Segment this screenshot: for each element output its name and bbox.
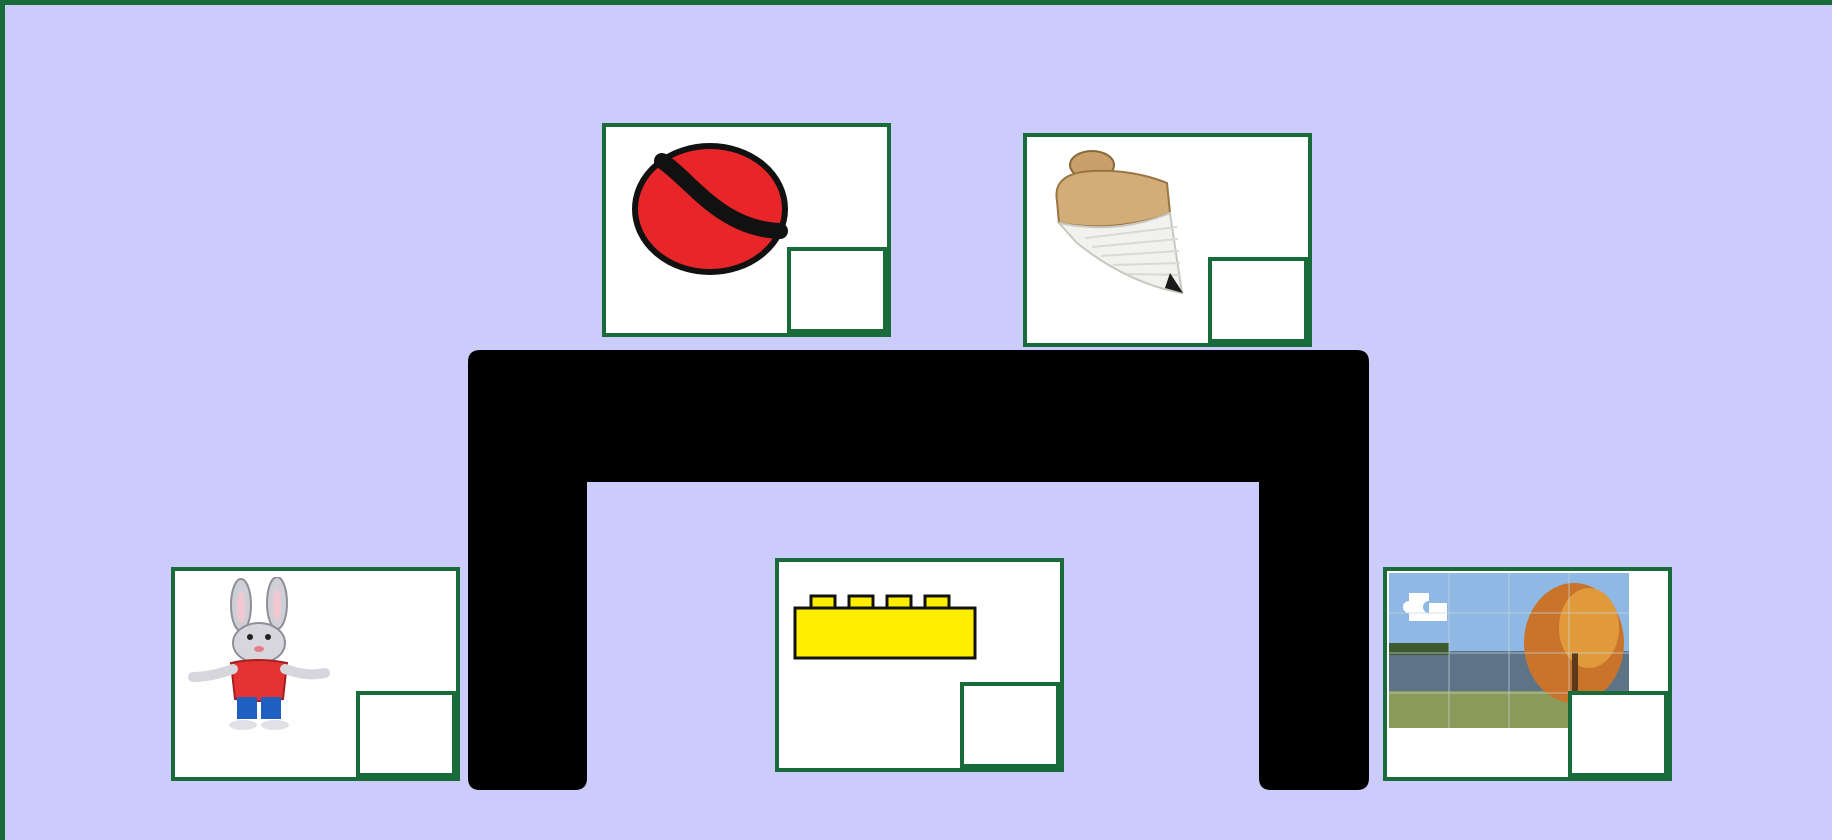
checkbox-block[interactable]: [960, 682, 1060, 768]
checkbox-ball[interactable]: [787, 247, 887, 333]
bunny-toy-icon: [183, 577, 343, 737]
card-spinning-top[interactable]: [1023, 133, 1312, 347]
card-ball[interactable]: [602, 123, 891, 337]
card-puzzle[interactable]: [1383, 567, 1672, 781]
spinning-top-icon: [1037, 143, 1197, 303]
card-bunny[interactable]: [171, 567, 460, 781]
checkbox-spinning-top[interactable]: [1208, 257, 1308, 343]
card-block[interactable]: [775, 558, 1064, 772]
checkbox-puzzle[interactable]: [1568, 691, 1668, 777]
ball-icon: [630, 139, 790, 279]
checkbox-bunny[interactable]: [356, 691, 456, 777]
toy-brick-icon: [791, 592, 981, 662]
